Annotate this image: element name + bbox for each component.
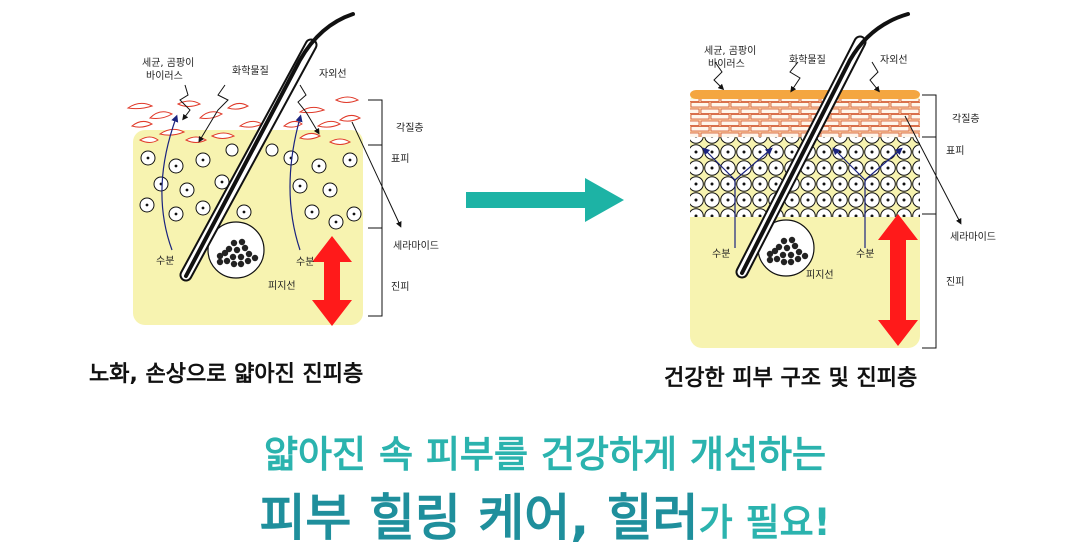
- left-caption: 노화, 손상으로 얇아진 진피층: [89, 362, 364, 387]
- left-dermis-thickness-arrow: [312, 236, 352, 326]
- headline-line-2-suffix: 가 필요!: [698, 501, 831, 544]
- headline-line-1: 얇아진 속 피부를 건강하게 개선하는: [263, 433, 827, 476]
- left-label-chemicals: 화학물질: [232, 65, 269, 77]
- left-label-moisture-l: 수분: [156, 255, 174, 267]
- left-label-microbes-1: 세균, 곰팡이: [142, 57, 194, 69]
- skin-comparison-diagram: 세균, 곰팡이 바이러스 화학물질 자외선 각질층 표피 세라마이드 수분 수분…: [126, 12, 996, 349]
- right-stratum-corneum-bricks: [690, 99, 920, 137]
- headline-line-2-main: 피부 힐링 케어, 힐러: [259, 489, 699, 547]
- left-moisture-arrows: [161, 114, 303, 251]
- right-label-microbes-1: 세균, 곰팡이: [704, 45, 756, 57]
- left-label-stratum-corneum: 각질층: [396, 122, 424, 134]
- left-threat-arrows: [179, 84, 402, 228]
- left-label-microbes-2: 바이러스: [146, 70, 183, 82]
- left-label-dermis: 진피: [391, 281, 409, 293]
- right-gland-dots: [766, 236, 809, 266]
- left-skin-panel: 세균, 곰팡이 바이러스 화학물질 자외선 각질층 표피 세라마이드 수분 수분…: [126, 12, 439, 326]
- left-label-uv: 자외선: [319, 68, 347, 80]
- right-surface-layer: [690, 90, 920, 99]
- right-label-sebaceous: 피지선: [806, 269, 834, 281]
- right-label-dermis: 진피: [946, 276, 964, 288]
- right-label-ceramide: 세라마이드: [950, 231, 996, 243]
- right-threat-arrows: [713, 61, 962, 225]
- left-layer-brackets: [368, 99, 383, 317]
- left-label-ceramide: 세라마이드: [393, 240, 439, 252]
- right-label-microbes-2: 바이러스: [708, 58, 745, 70]
- right-label-stratum-corneum: 각질층: [952, 113, 980, 125]
- headline-line-2: 피부 힐링 케어, 힐러가 필요!: [0, 478, 1090, 550]
- transition-arrow: [466, 178, 624, 222]
- right-label-epidermis: 표피: [946, 145, 964, 157]
- left-label-sebaceous: 피지선: [268, 280, 296, 292]
- right-skin-panel: 세균, 곰팡이 바이러스 화학물질 자외선 각질층 표피 세라마이드 수분 수분…: [690, 12, 996, 349]
- left-cell-nuclei: [145, 156, 356, 224]
- right-label-moisture-r: 수분: [856, 248, 874, 260]
- left-hair-shaft: [184, 12, 355, 278]
- right-dermis-thickness-arrow: [878, 214, 918, 346]
- right-moisture-arrows: [702, 147, 903, 248]
- right-label-moisture-l: 수분: [712, 248, 730, 260]
- left-label-moisture-r: 수분: [296, 256, 314, 268]
- right-label-uv: 자외선: [880, 54, 908, 66]
- left-gland-dots: [216, 238, 259, 268]
- left-label-epidermis: 표피: [391, 153, 409, 165]
- right-layer-brackets: [922, 94, 937, 349]
- right-caption: 건강한 피부 구조 및 진피층: [664, 366, 918, 391]
- right-hair-shaft: [740, 12, 910, 275]
- right-label-chemicals: 화학물질: [789, 54, 826, 66]
